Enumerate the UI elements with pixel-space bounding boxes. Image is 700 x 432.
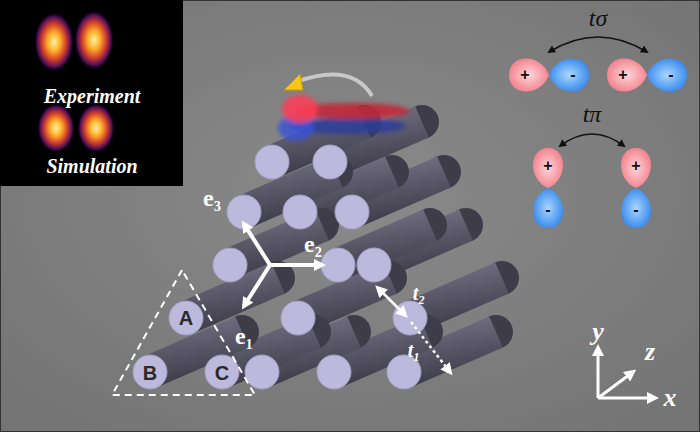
sign-label: + <box>618 67 627 83</box>
rod-face <box>283 195 317 229</box>
hopping-label: t₂ <box>413 283 426 303</box>
orbital-lobe <box>509 59 549 92</box>
lattice-vector <box>270 263 322 267</box>
axis-label: y <box>592 319 604 345</box>
heat-blob <box>37 103 75 153</box>
vector-label: e₂ <box>304 232 322 256</box>
rod-face <box>281 301 315 335</box>
hopping-label: t₁ <box>408 340 421 360</box>
orbital-lobe <box>621 148 651 188</box>
axis-label: x <box>664 385 677 411</box>
sign-label: + <box>543 158 552 174</box>
unit-cell-triangle <box>112 270 255 395</box>
hopping-arc <box>560 134 624 146</box>
rod-face <box>387 355 421 389</box>
axis-arrow <box>598 397 655 400</box>
site-label: B <box>143 363 157 383</box>
heat-blob <box>34 12 74 72</box>
sign-label: + <box>631 158 640 174</box>
panel-label: Simulation <box>46 156 137 176</box>
rod-face <box>313 145 347 179</box>
rod-face <box>321 248 355 282</box>
rotation-arrow <box>296 75 372 96</box>
site-label: A <box>179 308 193 328</box>
rod-face <box>245 355 279 389</box>
inset-panel <box>0 0 183 186</box>
site-label: C <box>215 363 229 383</box>
heat-blob <box>74 10 114 70</box>
orbital-lobe <box>549 59 589 92</box>
sign-label: - <box>668 67 673 83</box>
vector-label: e₃ <box>203 186 221 210</box>
rod-face <box>133 355 167 389</box>
rod-face <box>317 355 351 389</box>
rod-lattice <box>133 105 519 389</box>
hopping-label: tσ <box>589 6 608 30</box>
rod-face <box>393 301 427 335</box>
sign-label: + <box>520 67 529 83</box>
axis-label: z <box>645 339 655 365</box>
vector-label: e₁ <box>235 324 253 348</box>
sign-label: - <box>633 202 638 218</box>
rod-face <box>213 248 247 282</box>
hopping-arc <box>549 37 647 52</box>
rod-face <box>255 145 289 179</box>
orbital-lobe <box>607 59 647 92</box>
orbital-lobe <box>647 59 687 92</box>
sign-label: - <box>570 67 575 83</box>
orbital-lobe <box>621 188 651 228</box>
dipole-lobe <box>282 95 318 123</box>
rod-face <box>169 301 203 335</box>
hopping-label: tπ <box>583 102 602 126</box>
panel-label: Experiment <box>44 86 141 106</box>
rotation-arrowhead <box>284 74 303 90</box>
axis-arrow <box>598 372 633 398</box>
heat-blob <box>77 103 115 153</box>
hopping-arrow <box>378 288 405 315</box>
axis-arrow <box>597 348 600 398</box>
rod-face <box>335 195 369 229</box>
lattice-vector <box>244 265 270 306</box>
dipole-mode <box>278 95 410 141</box>
orbital-lobe <box>533 188 563 228</box>
rod-face <box>357 248 391 282</box>
orbital-lobe <box>533 148 563 188</box>
sign-label: - <box>545 202 550 218</box>
rod-face <box>227 195 261 229</box>
lattice-vector <box>244 224 270 265</box>
